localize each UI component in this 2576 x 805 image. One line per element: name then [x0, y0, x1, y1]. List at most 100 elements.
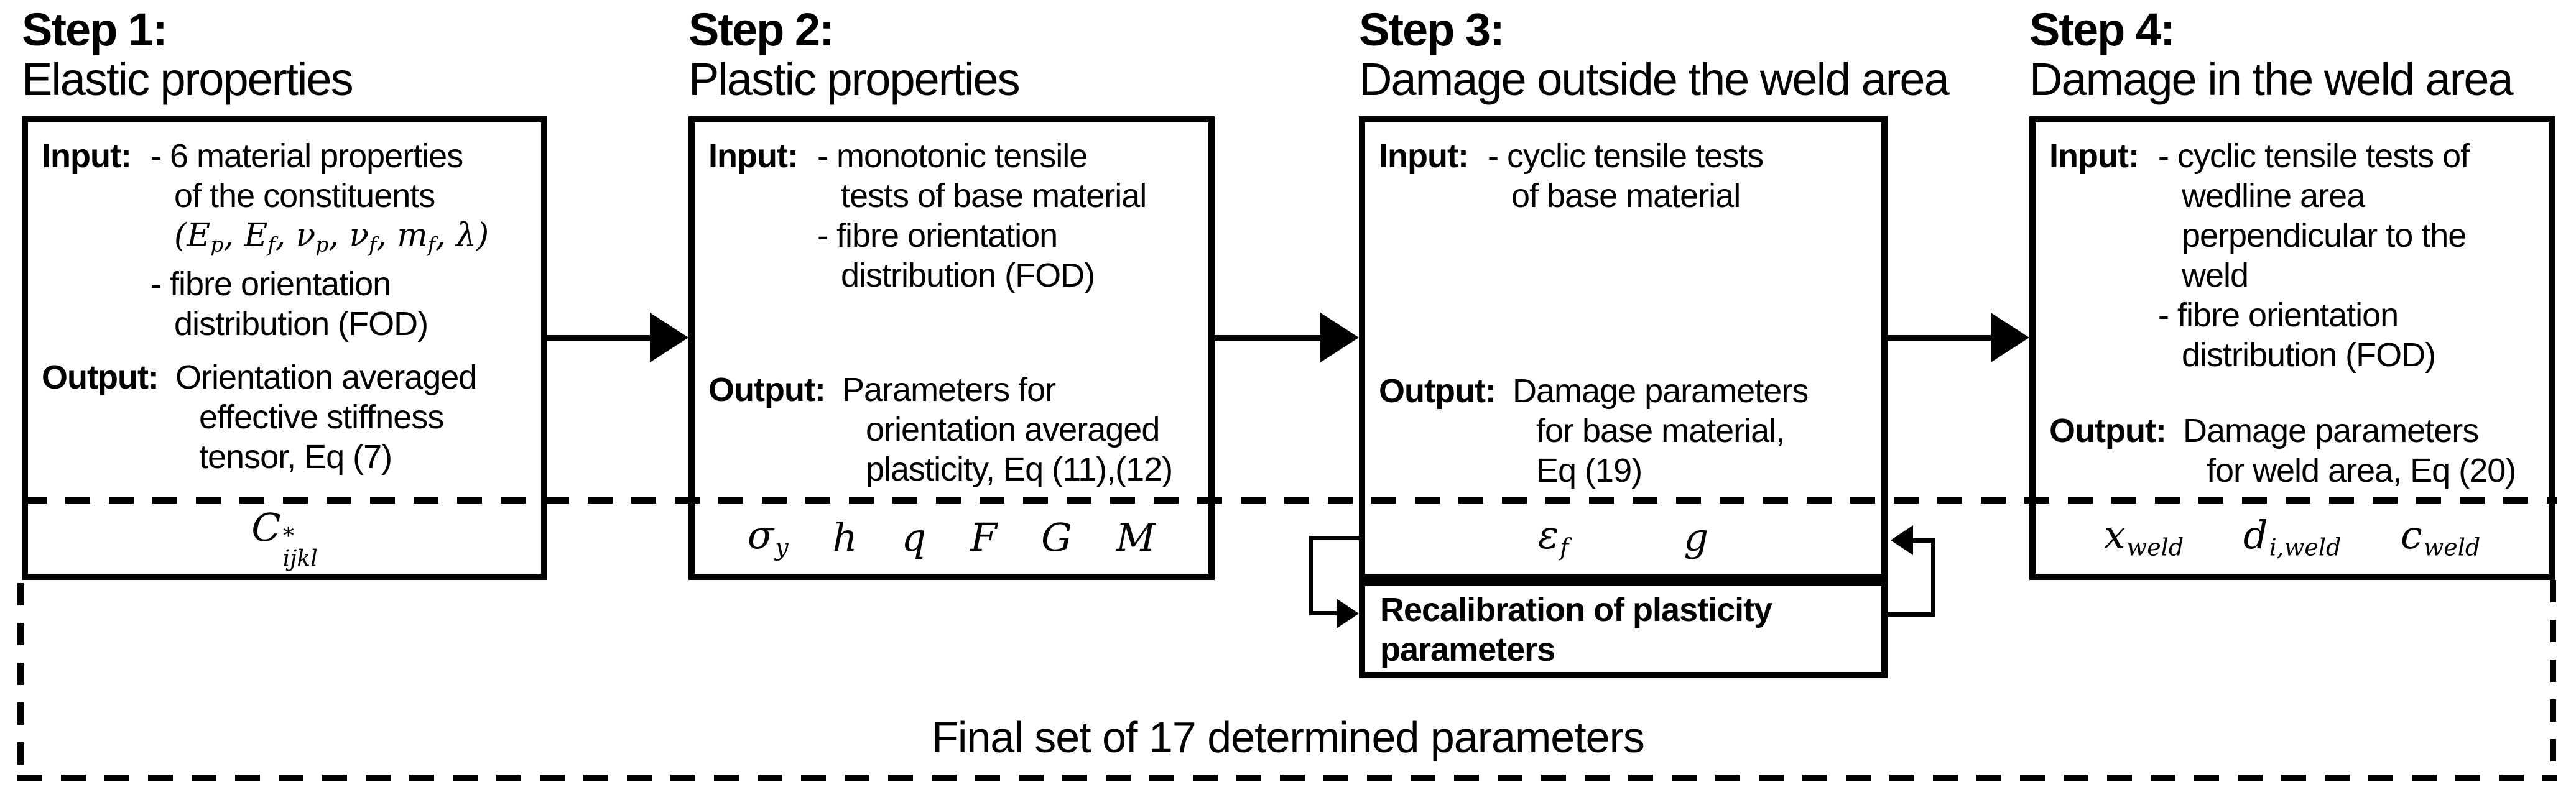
- feedback-left-top-line: [1309, 536, 1359, 540]
- step-4-subtitle: Damage in the weld area: [2029, 53, 2514, 105]
- text-line: of base material: [1511, 177, 1741, 214]
- text-line: - fibre orientation: [151, 265, 391, 303]
- step-4-title: Step 4: Damage in the weld area: [2029, 4, 2514, 105]
- final-box-bottom-dashed-border: [17, 775, 2557, 781]
- text-line: for base material,: [1536, 412, 1785, 449]
- arrow-step2-to-step3-line: [1215, 335, 1322, 341]
- subscript: p: [210, 232, 224, 257]
- subscript: f: [267, 232, 276, 257]
- text-line: (Ep, Ef, νp, νf, mf, λ): [174, 217, 489, 257]
- symbol-scripts: *ijkl: [282, 523, 318, 572]
- text-line: plasticity, Eq (11),(12): [866, 451, 1173, 488]
- text-line: Eq (19): [1536, 452, 1642, 489]
- step-3-subtitle: Damage outside the weld area: [1359, 53, 1950, 105]
- output-label: Output:: [708, 371, 826, 408]
- step-1-title: Step 1: Elastic properties: [22, 4, 354, 105]
- text-line: effective stiffness: [199, 398, 444, 436]
- feedback-right-top-line: [1913, 538, 1935, 543]
- step-1-column: Step 1: Elastic properties Input: - 6 ma…: [22, 0, 547, 805]
- step-3-label: Step 3:: [1359, 4, 1505, 55]
- text-line: distribution (FOD): [841, 257, 1095, 294]
- feedback-right-bottom-line: [1888, 612, 1935, 617]
- input-label: Input:: [708, 137, 799, 175]
- subscript: y: [775, 533, 789, 561]
- subscript: weld: [2423, 533, 2481, 561]
- arrow-step3-to-step4-line: [1888, 335, 1992, 341]
- final-parameters-label: Final set of 17 determined parameters: [932, 713, 1645, 761]
- text-line: for weld area, Eq (20): [2207, 452, 2516, 489]
- text-line: Damage parameters: [1513, 372, 1809, 410]
- parameter-symbol: C*ijkl: [251, 505, 318, 572]
- text-line: - 6 material properties: [151, 137, 463, 175]
- subscript: weld: [2126, 533, 2184, 561]
- text-line: Damage parameters: [2183, 412, 2479, 449]
- parameter-symbol: G: [1041, 515, 1072, 560]
- text-line: orientation averaged: [866, 411, 1160, 448]
- arrow-step3-to-step4-head-icon: [1991, 313, 2029, 362]
- arrow-step2-to-step3-head-icon: [1320, 313, 1359, 362]
- parameter-symbol: F: [970, 515, 998, 560]
- text-line: perpendicular to the: [2182, 217, 2467, 254]
- feedback-right-vertical-line: [1931, 538, 1935, 617]
- text-line: of the constituents: [174, 177, 435, 214]
- subscript: f: [427, 232, 435, 257]
- feedback-left-bottom-line: [1309, 611, 1337, 615]
- parameter-symbol: q: [901, 515, 927, 560]
- step-2-title: Step 2: Plastic properties: [688, 5, 1021, 105]
- arrow-step1-to-step2-head-icon: [650, 313, 688, 362]
- text-line: Recalibration of plasticity: [1380, 591, 1772, 628]
- text-line: Parameters for: [842, 371, 1056, 408]
- output-label: Output:: [2049, 412, 2167, 449]
- step-3-title: Step 3: Damage outside the weld area: [1359, 4, 1950, 105]
- parameter-symbol: M: [1116, 515, 1156, 560]
- step-1-subtitle: Elastic properties: [22, 53, 354, 105]
- step-2-subtitle: Plastic properties: [688, 53, 1021, 105]
- text-line: distribution (FOD): [174, 305, 429, 343]
- step-1-label: Step 1:: [22, 4, 168, 55]
- step-4-label: Step 4:: [2029, 4, 2175, 55]
- step-2-column: Step 2: Plastic properties Input: - mono…: [688, 0, 1215, 805]
- step-3-column: Step 3: Damage outside the weld area Inp…: [1359, 0, 1950, 805]
- text-line: - cyclic tensile tests of: [2158, 137, 2470, 175]
- input-label: Input:: [2049, 137, 2139, 175]
- subscript: p: [315, 232, 329, 257]
- feedback-left-arrowhead-icon: [1337, 599, 1359, 628]
- arrow-step1-to-step2-line: [547, 335, 651, 341]
- subscript: f: [369, 232, 377, 257]
- feedback-left-vertical-line: [1309, 536, 1313, 615]
- subscript: i,weld: [2269, 533, 2342, 561]
- step-1-parameter-symbols: C*ijkl: [37, 503, 532, 573]
- text-line: tests of base material: [841, 177, 1147, 214]
- parameter-symbol: h: [832, 515, 858, 560]
- text-line: tensor, Eq (7): [199, 438, 392, 476]
